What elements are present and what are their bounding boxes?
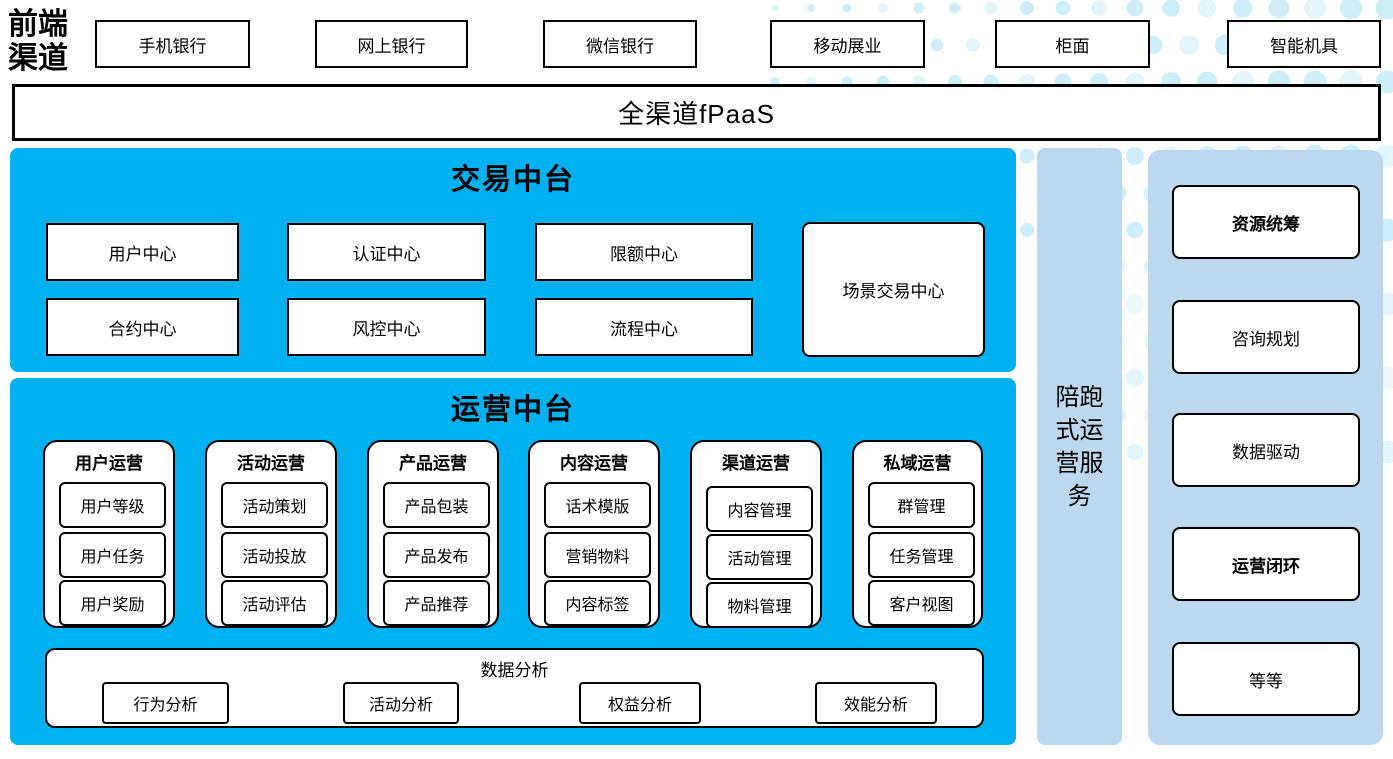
ops-column-activity: 活动运营 活动策划 活动投放 活动评估: [205, 440, 337, 628]
service-box: 资源统筹: [1172, 185, 1360, 259]
service-box: 运营闭环: [1172, 527, 1360, 601]
ops-item: 内容标签: [544, 580, 651, 626]
front-channels-label: 前端渠道: [8, 8, 68, 75]
right-services-panel: 资源统筹 咨询规划 数据驱动 运营闭环 等等: [1148, 150, 1383, 745]
service-box: 咨询规划: [1172, 300, 1360, 374]
ops-item: 产品推荐: [383, 580, 490, 626]
ops-item: 产品包装: [383, 482, 490, 528]
analysis-item: 效能分析: [815, 682, 937, 724]
channel-box: 微信银行: [543, 20, 697, 68]
trade-center-box: 认证中心: [287, 223, 486, 281]
trade-center-box: 限额中心: [535, 223, 753, 281]
ops-column-header: 产品运营: [399, 454, 467, 473]
ops-column-header: 内容运营: [560, 454, 628, 473]
ops-item: 用户奖励: [59, 580, 166, 626]
ops-column-header: 私域运营: [883, 454, 952, 473]
trade-center-box: 流程中心: [535, 298, 753, 356]
scenario-trade-center-box: 场景交易中心: [802, 222, 985, 357]
ops-item: 活动评估: [221, 580, 328, 626]
ops-item: 任务管理: [868, 532, 975, 578]
data-analysis-container: 数据分析 行为分析 活动分析 权益分析 效能分析: [45, 648, 984, 728]
service-box: 数据驱动: [1172, 413, 1360, 487]
trade-platform-title: 交易中台: [450, 164, 575, 196]
trade-center-box: 合约中心: [46, 298, 239, 356]
analysis-item: 行为分析: [102, 682, 229, 724]
trade-center-box: 风控中心: [287, 298, 486, 356]
accompany-service-label: 陪跑式运营服务: [1055, 383, 1104, 510]
ops-column-user: 用户运营 用户等级 用户任务 用户奖励: [43, 440, 175, 628]
data-analysis-title: 数据分析: [480, 661, 549, 680]
channel-box: 网上银行: [315, 20, 468, 68]
trade-center-box: 用户中心: [46, 223, 239, 281]
ops-column-content: 内容运营 话术模版 营销物料 内容标签: [528, 440, 660, 628]
accompany-service-bar: 陪跑式运营服务: [1037, 148, 1122, 745]
ops-item: 产品发布: [383, 532, 490, 578]
service-box: 等等: [1172, 642, 1360, 716]
ops-item: 活动管理: [706, 534, 813, 580]
ops-item: 活动投放: [221, 532, 328, 578]
ops-item: 用户任务: [59, 532, 166, 578]
ops-column-private: 私域运营 群管理 任务管理 客户视图: [852, 440, 983, 628]
ops-column-header: 活动运营: [237, 454, 305, 473]
ops-column-header: 渠道运营: [722, 454, 790, 473]
ops-column-product: 产品运营 产品包装 产品发布 产品推荐: [367, 440, 499, 628]
channel-box: 移动展业: [770, 20, 925, 68]
channel-box: 手机银行: [95, 20, 250, 68]
ops-column-channel: 渠道运营 内容管理 活动管理 物料管理: [690, 440, 822, 628]
ops-item: 话术模版: [544, 482, 651, 528]
channel-box: 智能机具: [1227, 20, 1381, 68]
ops-item: 活动策划: [221, 482, 328, 528]
ops-item: 客户视图: [868, 580, 975, 626]
ops-platform-title: 运营中台: [450, 394, 575, 426]
ops-item: 营销物料: [544, 532, 651, 578]
analysis-item: 活动分析: [343, 682, 459, 724]
ops-item: 用户等级: [59, 482, 166, 528]
fpaas-bar: 全渠道fPaaS: [12, 84, 1381, 141]
channel-box: 柜面: [995, 20, 1150, 68]
ops-item: 群管理: [868, 482, 975, 528]
ops-column-header: 用户运营: [75, 454, 143, 473]
analysis-item: 权益分析: [579, 682, 701, 724]
ops-item: 内容管理: [706, 486, 813, 532]
ops-item: 物料管理: [706, 582, 813, 628]
